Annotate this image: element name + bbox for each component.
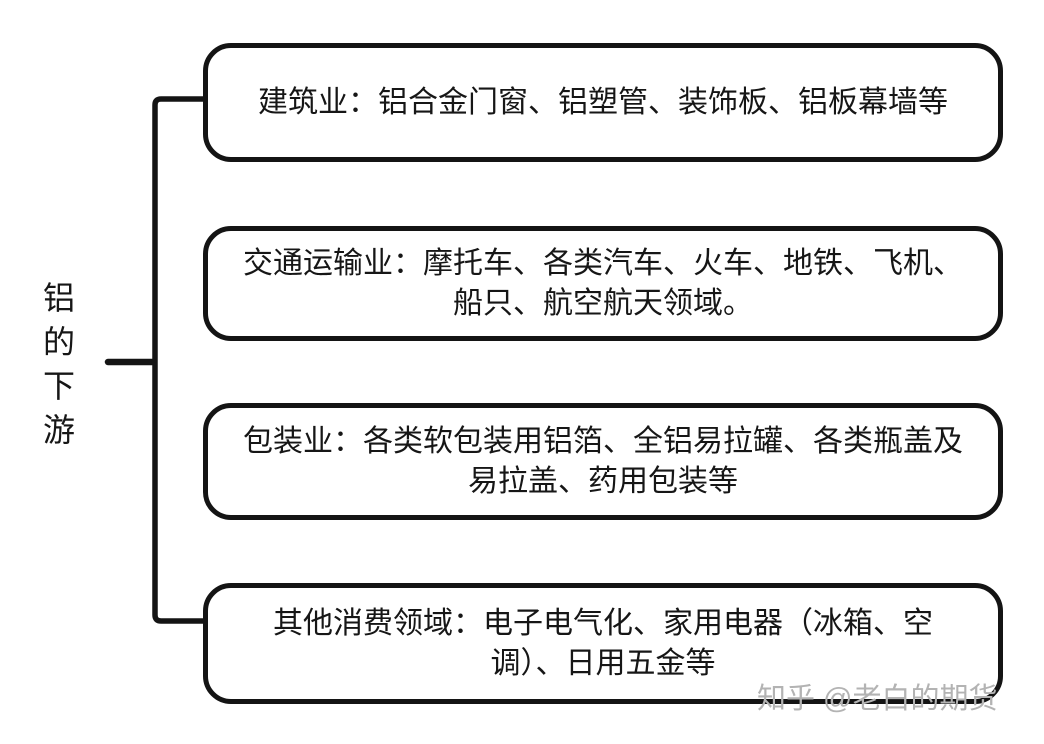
node-packaging: 包装业：各类软包装用铝箔、全铝易拉罐、各类瓶盖及 易拉盖、药用包装等 [203,403,1003,520]
node-construction: 建筑业：铝合金门窗、铝塑管、装饰板、铝板幕墙等 [203,43,1003,162]
zhihu-watermark: 知乎 @老白的期货 [757,683,998,715]
root-label-char: 游 [42,412,75,448]
node-text-line: 交通运输业：摩托车、各类汽车、火车、地铁、飞机、 [243,246,963,280]
root-label-char: 铝 [42,280,75,316]
root-label-char: 下 [42,368,75,404]
node-text-line: 包装业：各类软包装用铝箔、全铝易拉罐、各类瓶盖及 [243,424,963,458]
node-other-consumer: 其他消费领域：电子电气化、家用电器（冰箱、空 调）、日用五金等 [203,583,1003,704]
root-label-char: 的 [42,324,75,360]
node-transportation: 交通运输业：摩托车、各类汽车、火车、地铁、飞机、 船只、航空航天领域。 [203,226,1003,341]
trunk-branch-path [152,96,208,624]
node-text-line: 其他消费领域：电子电气化、家用电器（冰箱、空 [273,606,933,640]
node-text-line: 船只、航空航天领域。 [453,286,753,320]
node-text-line: 调）、日用五金等 [490,646,716,680]
node-text-line: 易拉盖、药用包装等 [468,464,738,498]
root-node-label: 铝 的 下 游 [36,276,82,452]
node-text-line: 建筑业：铝合金门窗、铝塑管、装饰板、铝板幕墙等 [258,85,948,119]
